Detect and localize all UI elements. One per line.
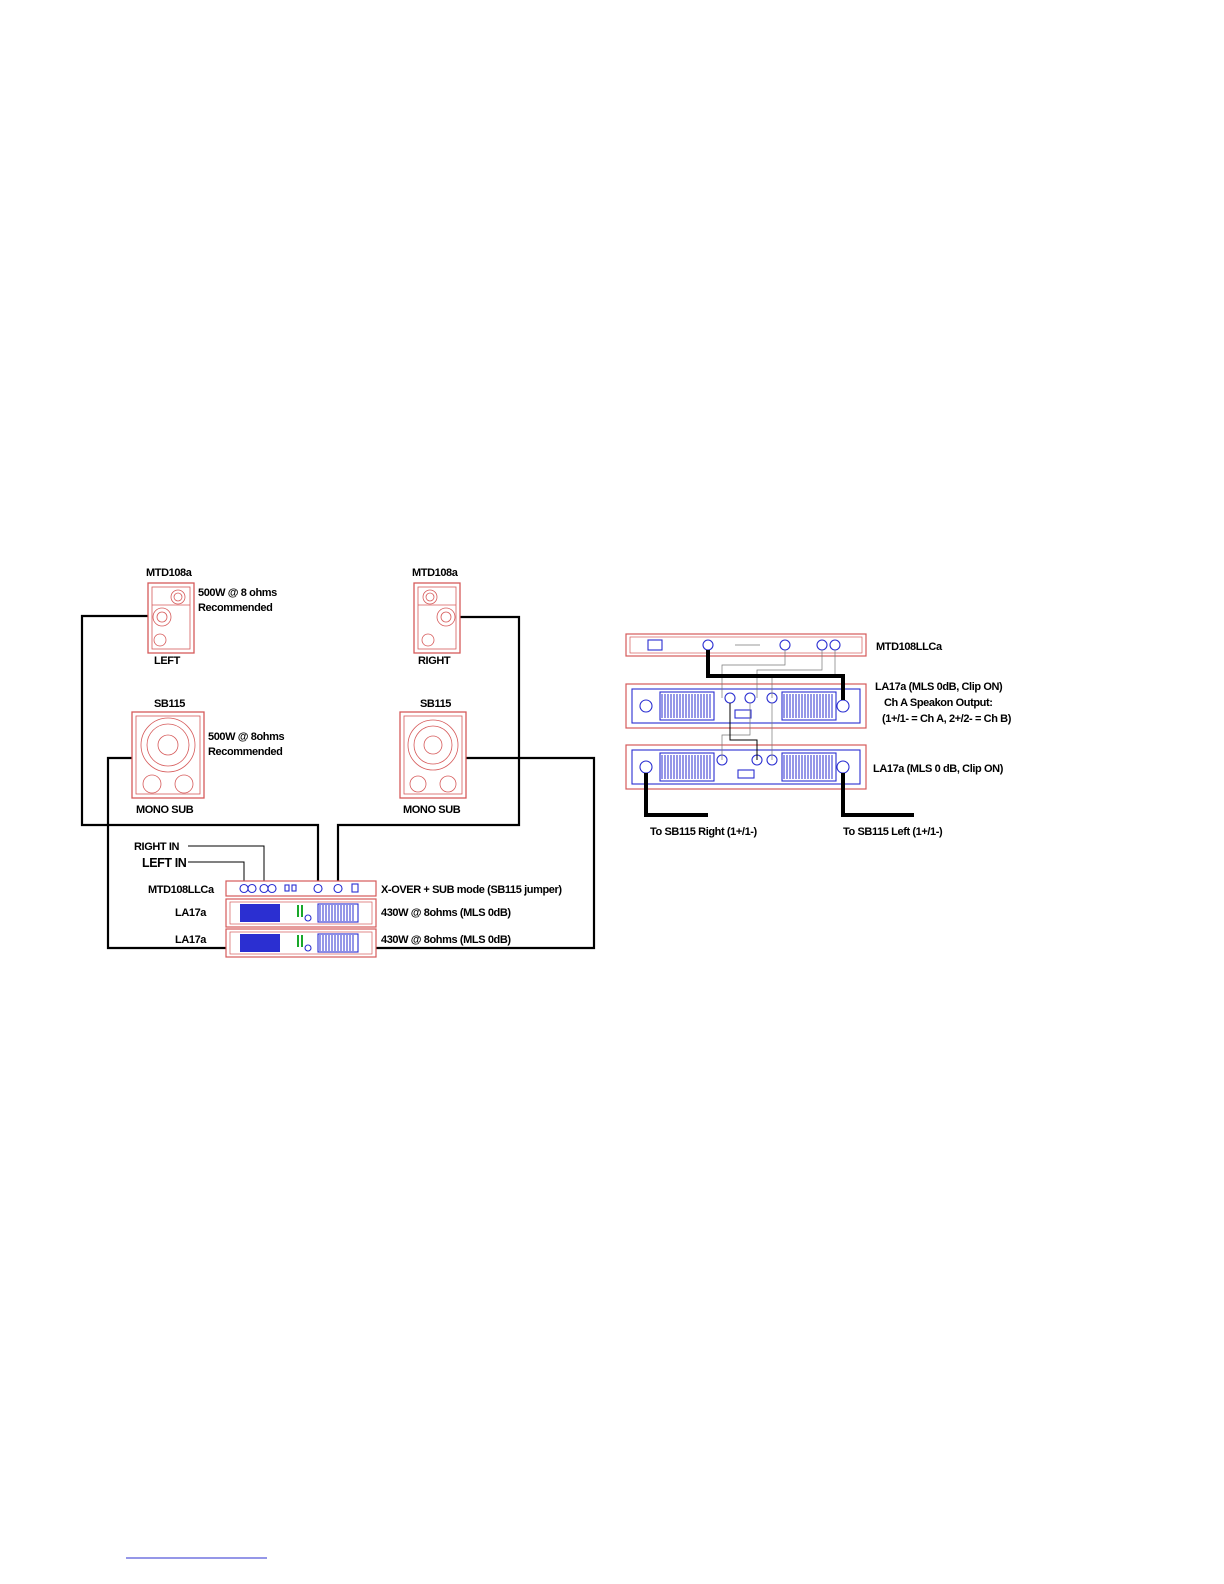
left-sub-model-label: SB115 — [154, 698, 185, 710]
left-top-spec-line1: 500W @ 8 ohms — [198, 587, 277, 599]
cable-right-in — [188, 845, 265, 883]
system-wiring-diagram: MTD108a 500W @ 8 ohms Recommended LEFT M… — [80, 567, 596, 958]
rear-amp1-line1: LA17a (MLS 0dB, Clip ON) — [875, 681, 1003, 693]
right-top-model-label: MTD108a — [412, 567, 459, 579]
amp2-note: 430W @ 8ohms (MLS 0dB) — [381, 934, 511, 946]
processor-model-label: MTD108LLCa — [148, 884, 215, 896]
right-top-position-label: RIGHT — [418, 655, 451, 667]
cable-left-in — [188, 861, 245, 883]
left-sub-spec-line1: 500W @ 8ohms — [208, 731, 285, 743]
rear-amp2-line1: LA17a (MLS 0 dB, Clip ON) — [873, 763, 1004, 775]
left-sub-spec-line2: Recommended — [208, 746, 282, 758]
rear-amp1-line3: (1+/1- = Ch A, 2+/2- = Ch B) — [882, 713, 1012, 725]
rear-amplifier-la17a-2 — [625, 744, 867, 790]
cable-right-sub — [376, 756, 596, 950]
rear-processor-mtd108llca — [625, 633, 867, 657]
right-sub-label: MONO SUB — [403, 804, 461, 816]
output-left-label: To SB115 Left (1+/1-) — [843, 826, 943, 838]
speaker-mtd108a-left — [147, 582, 195, 654]
cable-right-top — [336, 615, 521, 882]
subwoofer-sb115-right — [399, 711, 467, 799]
output-right-label: To SB115 Right (1+/1-) — [650, 826, 758, 838]
processor-note: X-OVER + SUB mode (SB115 jumper) — [381, 884, 562, 896]
rack-processor-mtd108llca — [225, 880, 377, 897]
rear-processor-label: MTD108LLCa — [876, 641, 943, 653]
amp1-note: 430W @ 8ohms (MLS 0dB) — [381, 907, 511, 919]
rear-interconnect-cables — [644, 650, 914, 817]
rear-amplifier-la17a-1 — [625, 683, 867, 729]
left-in-label: LEFT IN — [142, 856, 187, 870]
sub-feed-cable — [706, 650, 845, 700]
speaker-cables — [80, 614, 596, 950]
cable-left-sub — [106, 756, 226, 950]
right-sub-model-label: SB115 — [420, 698, 451, 710]
subwoofer-sb115-left — [131, 711, 205, 799]
rear-amp1-line2: Ch A Speakon Output: — [884, 697, 993, 709]
rear-panel-wiring-diagram: MTD108LLCa LA17a (MLS 0dB, Clip ON) Ch A… — [625, 633, 1012, 838]
rack-amplifier-la17a-1 — [225, 898, 377, 928]
rack-amplifier-la17a-2 — [225, 928, 377, 958]
output-cable-left — [841, 773, 914, 817]
left-top-model-label: MTD108a — [146, 567, 193, 579]
left-top-position-label: LEFT — [154, 655, 181, 667]
output-cable-right — [644, 773, 708, 817]
amp2-model-label: LA17a — [175, 934, 207, 946]
speaker-mtd108a-right — [413, 582, 461, 654]
amp1-model-label: LA17a — [175, 907, 207, 919]
right-in-label: RIGHT IN — [134, 841, 180, 853]
left-top-spec-line2: Recommended — [198, 602, 272, 614]
cable-left-top — [80, 614, 320, 882]
left-sub-label: MONO SUB — [136, 804, 194, 816]
